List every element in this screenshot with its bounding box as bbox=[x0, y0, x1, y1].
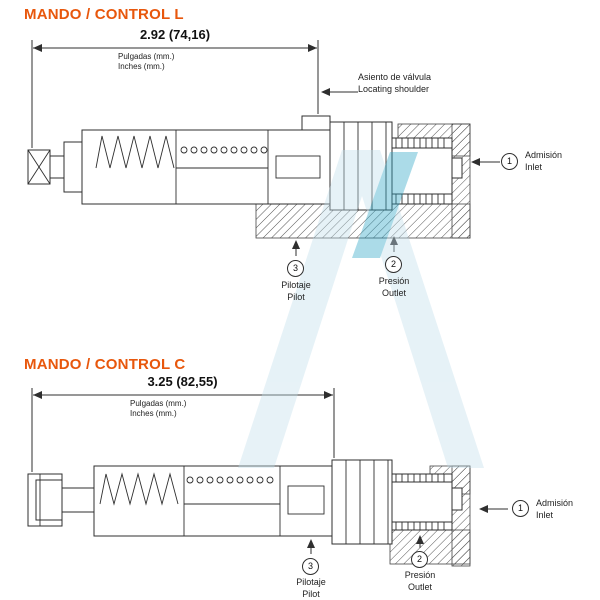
port-1-en-l: Inlet bbox=[525, 161, 543, 172]
manifold-hatch-c bbox=[389, 465, 471, 567]
port-3-es-l: Pilotaje bbox=[281, 280, 311, 290]
port-3-es-c: Pilotaje bbox=[296, 577, 326, 587]
port-1-es-l: Admisión bbox=[525, 150, 563, 160]
dimension-value-l: 2.92 (74,16) bbox=[139, 27, 211, 42]
orifice-row-l bbox=[180, 146, 268, 154]
port-3-label-c: Pilotaje Pilot bbox=[281, 577, 341, 600]
port-2-label-l: Presión Outlet bbox=[364, 276, 424, 299]
locating-shoulder-es: Asiento de válvula bbox=[358, 72, 432, 82]
locating-shoulder-en: Locating shoulder bbox=[358, 83, 430, 94]
port-arrows-c bbox=[307, 505, 508, 554]
port-2-badge-c: 2 bbox=[411, 551, 428, 568]
port-3-badge-c: 3 bbox=[302, 558, 319, 575]
dimension-c bbox=[31, 388, 335, 472]
port-arrows-l bbox=[292, 158, 500, 256]
port-1-es-c: Admisión bbox=[536, 498, 574, 508]
port-3-label-l: Pilotaje Pilot bbox=[266, 280, 326, 303]
port-3-en-l: Pilot bbox=[287, 291, 305, 302]
port-1-label-c: Admisión Inlet bbox=[536, 498, 573, 521]
valve-detail-c bbox=[39, 460, 452, 544]
port-3-en-c: Pilot bbox=[302, 588, 320, 599]
dimension-units-l: Pulgadas (mm.) Inches (mm.) bbox=[118, 52, 174, 72]
port-1-en-c: Inlet bbox=[536, 509, 554, 520]
dimension-unit-es-l: Pulgadas (mm.) bbox=[118, 52, 175, 61]
valve-drawing-l bbox=[27, 115, 463, 211]
port-2-badge-l: 2 bbox=[385, 256, 402, 273]
port-1-badge-c: 1 bbox=[512, 500, 529, 517]
port-2-es-c: Presión bbox=[404, 570, 436, 580]
brand-watermark-logo bbox=[238, 150, 484, 468]
port-1-label-l: Admisión Inlet bbox=[525, 150, 562, 173]
section-c-title: MANDO / CONTROL C bbox=[24, 356, 186, 373]
dimension-unit-en-l: Inches (mm.) bbox=[118, 62, 165, 71]
dimension-l bbox=[31, 40, 358, 148]
port-2-label-c: Presión Outlet bbox=[390, 570, 450, 593]
port-2-en-l: Outlet bbox=[381, 287, 406, 298]
locating-shoulder-label: Asiento de válvula Locating shoulder bbox=[358, 72, 431, 95]
port-1-badge-l: 1 bbox=[501, 153, 518, 170]
orifice-row-c bbox=[186, 476, 274, 484]
section-l-title: MANDO / CONTROL L bbox=[24, 6, 184, 23]
dimension-unit-es-c: Pulgadas (mm.) bbox=[130, 399, 187, 408]
port-2-en-c: Outlet bbox=[407, 581, 432, 592]
dimension-unit-en-c: Inches (mm.) bbox=[130, 409, 177, 418]
valve-drawing-c bbox=[27, 459, 463, 545]
valve-detail-l bbox=[27, 122, 452, 210]
port-2-es-l: Presión bbox=[378, 276, 410, 286]
dimension-value-c: 3.25 (82,55) bbox=[147, 374, 218, 389]
port-3-badge-l: 3 bbox=[287, 260, 304, 277]
dimension-units-c: Pulgadas (mm.) Inches (mm.) bbox=[130, 399, 186, 419]
